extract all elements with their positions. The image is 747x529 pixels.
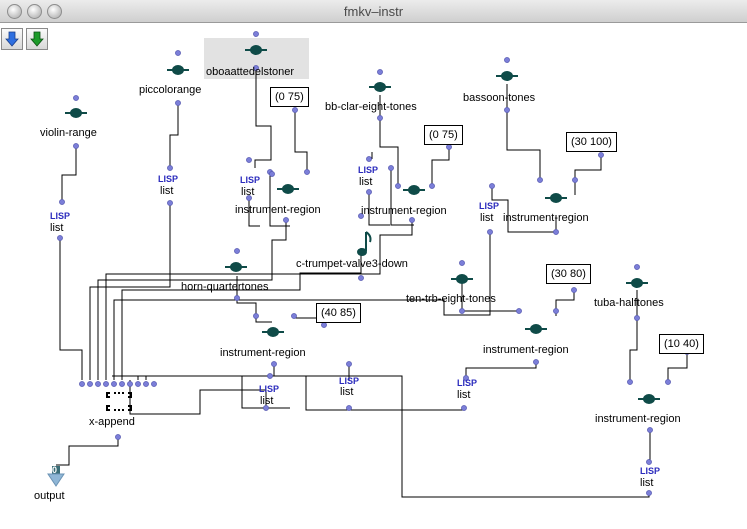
oboe-region-icon[interactable] [277, 184, 299, 194]
oboe-instrument-region-label: instrument-region [235, 204, 321, 216]
trumpet-list-label: list [340, 386, 354, 398]
x-append-label: x-append [89, 416, 135, 428]
trombone-instrument-region-label: instrument-region [483, 344, 569, 356]
oboe-range-box[interactable]: (0 75) [270, 87, 309, 107]
horn-quartertones-label: horn-quartertones [181, 281, 269, 293]
trombone-region-icon[interactable] [525, 324, 547, 334]
c-trumpet-valve3-down-label: c-trumpet-valve3-down [296, 258, 408, 270]
piccolorange-label: piccolorange [139, 84, 202, 96]
horn-icon[interactable] [225, 262, 247, 272]
oboaattedelstoner-label: oboaattedelstoner [206, 66, 295, 78]
oboe-icon[interactable] [245, 45, 267, 55]
clarinet-instrument-region-label: instrument-region [361, 205, 447, 217]
clarinet-list-label: list [359, 176, 373, 188]
bb-clar-eight-tones-label: bb-clar-eight-tones [325, 101, 417, 113]
minimize-window-button[interactable] [27, 4, 42, 19]
horn-instrument-region-label: instrument-region [220, 347, 306, 359]
bassoon-instrument-region-label: instrument-region [503, 212, 589, 224]
violin-icon[interactable] [65, 108, 87, 118]
tuba-instrument-region-label: instrument-region [595, 413, 681, 425]
title-bar: fmkv–instr [0, 0, 747, 23]
ten-trb-eight-tones-label: ten-trb-eight-tones [406, 293, 496, 305]
connection-dots [57, 31, 690, 496]
horn-range-box[interactable]: (40 85) [316, 303, 361, 323]
x-append-icon[interactable] [106, 392, 132, 411]
arrow-down-blue-icon [5, 31, 19, 47]
horn-lisp-icon[interactable]: LISP [259, 384, 280, 394]
tuba-region-icon[interactable] [638, 394, 660, 404]
bassoon-icon[interactable] [496, 71, 518, 81]
oboe-list-label: list [241, 186, 255, 198]
tuba-lisp-icon[interactable]: LISP [640, 466, 661, 476]
trombone-range-box[interactable]: (30 80) [546, 264, 591, 284]
clarinet-lisp-icon[interactable]: LISP [358, 165, 379, 175]
piccolo-list-label: list [160, 185, 174, 197]
instrument-icons [65, 45, 660, 404]
violin-lisp-icon[interactable]: LISP [50, 211, 71, 221]
trombone-list-label: list [457, 389, 471, 401]
output-icon[interactable] [47, 466, 65, 487]
violin-list-label: list [50, 222, 64, 234]
tuba-icon[interactable] [626, 278, 648, 288]
horn-region-icon[interactable] [262, 327, 284, 337]
trumpet-lisp-icon[interactable]: LISP [339, 376, 360, 386]
trombone-icon[interactable] [451, 274, 473, 284]
zoom-window-button[interactable] [47, 4, 62, 19]
clarinet-region-icon[interactable] [403, 185, 425, 195]
piccolo-icon[interactable] [167, 65, 189, 75]
tuba-halftones-label: tuba-halftones [594, 297, 664, 309]
violin-range-label: violin-range [40, 127, 97, 139]
horn-list-label: list [260, 395, 274, 407]
clarinet-range-box[interactable]: (0 75) [424, 125, 463, 145]
bassoon-tones-label: bassoon-tones [463, 92, 536, 104]
arrow-down-green-icon [30, 31, 44, 47]
oboe-lisp-icon[interactable]: LISP [240, 175, 261, 185]
bassoon-lisp-icon[interactable]: LISP [479, 201, 500, 211]
trumpet-note-icon[interactable] [357, 231, 372, 256]
move-down-green-button[interactable] [26, 28, 48, 50]
clarinet-icon[interactable] [369, 82, 391, 92]
window-title: fmkv–instr [343, 4, 404, 19]
piccolo-lisp-icon[interactable]: LISP [158, 174, 179, 184]
tuba-list-label: list [640, 477, 654, 489]
tuba-range-box[interactable]: (10 40) [659, 334, 704, 354]
close-window-button[interactable] [7, 4, 22, 19]
bassoon-list-label: list [480, 212, 494, 224]
move-down-blue-button[interactable] [1, 28, 23, 50]
bassoon-range-box[interactable]: (30 100) [566, 132, 617, 152]
trombone-lisp-icon[interactable]: LISP [457, 378, 478, 388]
output-label: output [34, 490, 65, 502]
bassoon-region-icon[interactable] [545, 193, 567, 203]
output-index: 0 [52, 465, 58, 475]
